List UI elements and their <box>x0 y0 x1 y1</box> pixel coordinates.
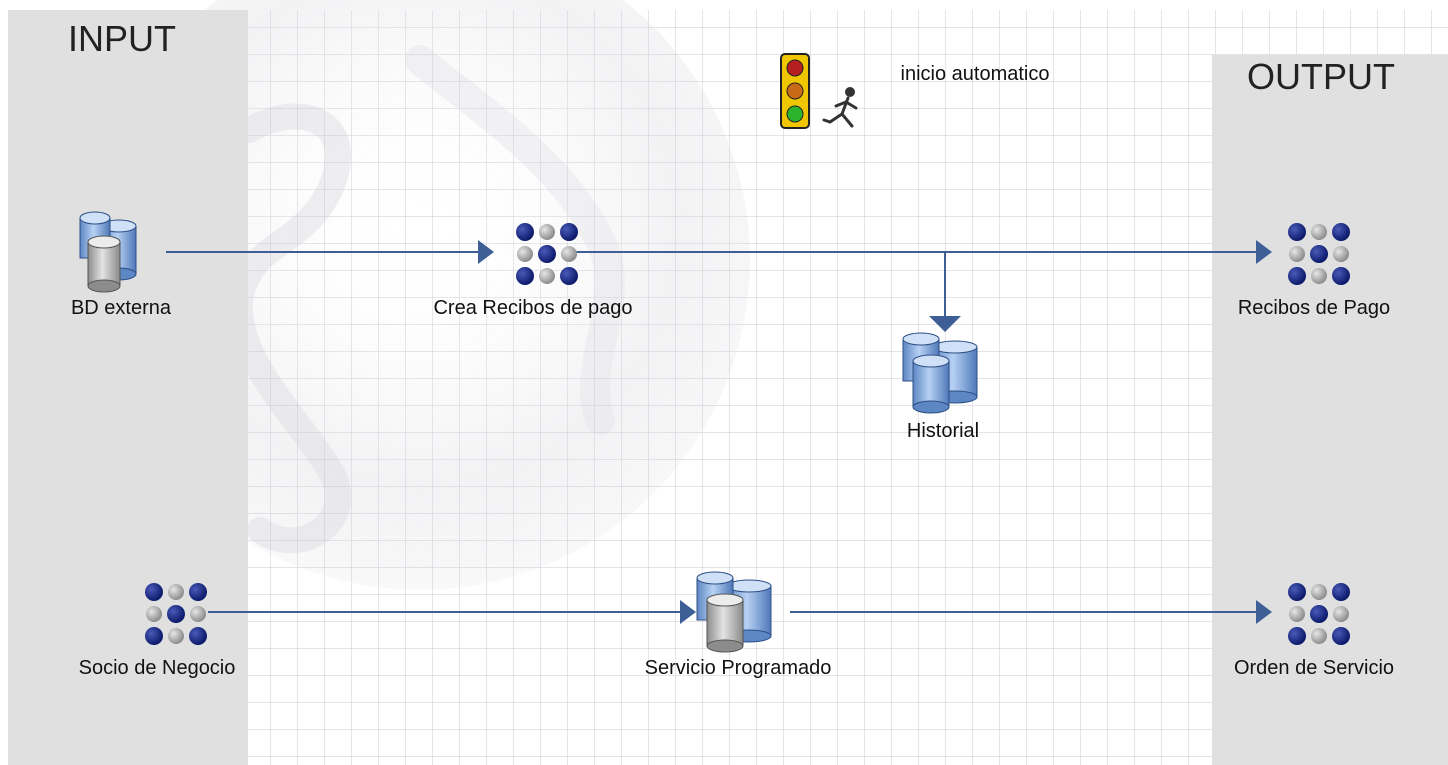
grey-dot <box>168 628 184 644</box>
process-dots-icon[interactable] <box>516 223 578 285</box>
node-label-orden-servicio[interactable]: Orden de Servicio <box>1233 657 1395 679</box>
grey-dot <box>561 246 577 262</box>
database-icon[interactable] <box>79 211 137 293</box>
dark-dot <box>189 583 207 601</box>
process-dots-icon[interactable] <box>145 583 207 645</box>
trigger-label: inicio automatico <box>900 63 1050 85</box>
arrowhead-recibos <box>1256 240 1272 264</box>
grey-dot <box>1311 224 1327 240</box>
dark-dot <box>1332 267 1350 285</box>
dark-dot <box>1332 223 1350 241</box>
grey-dot <box>1333 246 1349 262</box>
grey-dot <box>168 584 184 600</box>
dark-dot <box>538 245 556 263</box>
dark-dot <box>1332 583 1350 601</box>
dark-dot <box>560 223 578 241</box>
dark-dot <box>167 605 185 623</box>
node-label-crea-recibos[interactable]: Crea Recibos de pago <box>433 297 633 319</box>
grey-dot <box>1289 606 1305 622</box>
grey-dot <box>539 224 555 240</box>
dark-dot <box>516 267 534 285</box>
arrowhead-servicio <box>680 600 696 624</box>
database-icon[interactable] <box>696 571 772 653</box>
dark-dot <box>145 583 163 601</box>
node-label-socio-negocio[interactable]: Socio de Negocio <box>78 657 236 679</box>
dark-dot <box>516 223 534 241</box>
runner-icon <box>822 87 858 128</box>
dark-dot <box>560 267 578 285</box>
globe-watermark <box>90 0 750 590</box>
connectors <box>166 240 1272 624</box>
dark-dot <box>189 627 207 645</box>
arrowhead-orden <box>1256 600 1272 624</box>
grey-dot <box>190 606 206 622</box>
arrowhead-historial <box>929 316 961 332</box>
arrowhead-crea <box>478 240 494 264</box>
process-dots-icon[interactable] <box>1288 223 1350 285</box>
node-label-historial[interactable]: Historial <box>906 420 980 442</box>
dark-dot <box>1310 605 1328 623</box>
dark-dot <box>1288 583 1306 601</box>
grey-dot <box>1311 268 1327 284</box>
output-lane <box>1212 55 1448 765</box>
grey-dot <box>1333 606 1349 622</box>
database-icon[interactable] <box>902 332 978 414</box>
input-lane-title: INPUT <box>68 18 176 59</box>
dark-dot <box>1288 627 1306 645</box>
dark-dot <box>1288 223 1306 241</box>
dark-dot <box>145 627 163 645</box>
node-label-recibos-pago[interactable]: Recibos de Pago <box>1237 297 1391 319</box>
process-dots-icon[interactable] <box>1288 583 1350 645</box>
traffic-light-icon[interactable] <box>780 53 810 129</box>
input-lane <box>8 10 248 765</box>
grey-dot <box>1311 584 1327 600</box>
grey-dot <box>539 268 555 284</box>
grey-dot <box>1289 246 1305 262</box>
grey-dot <box>517 246 533 262</box>
grey-dot <box>1311 628 1327 644</box>
dark-dot <box>1288 267 1306 285</box>
dark-dot <box>1310 245 1328 263</box>
node-label-bd-externa[interactable]: BD externa <box>70 297 172 319</box>
node-label-servicio-programado[interactable]: Servicio Programado <box>644 657 832 679</box>
dark-dot <box>1332 627 1350 645</box>
grey-dot <box>146 606 162 622</box>
output-lane-title: OUTPUT <box>1247 56 1395 97</box>
